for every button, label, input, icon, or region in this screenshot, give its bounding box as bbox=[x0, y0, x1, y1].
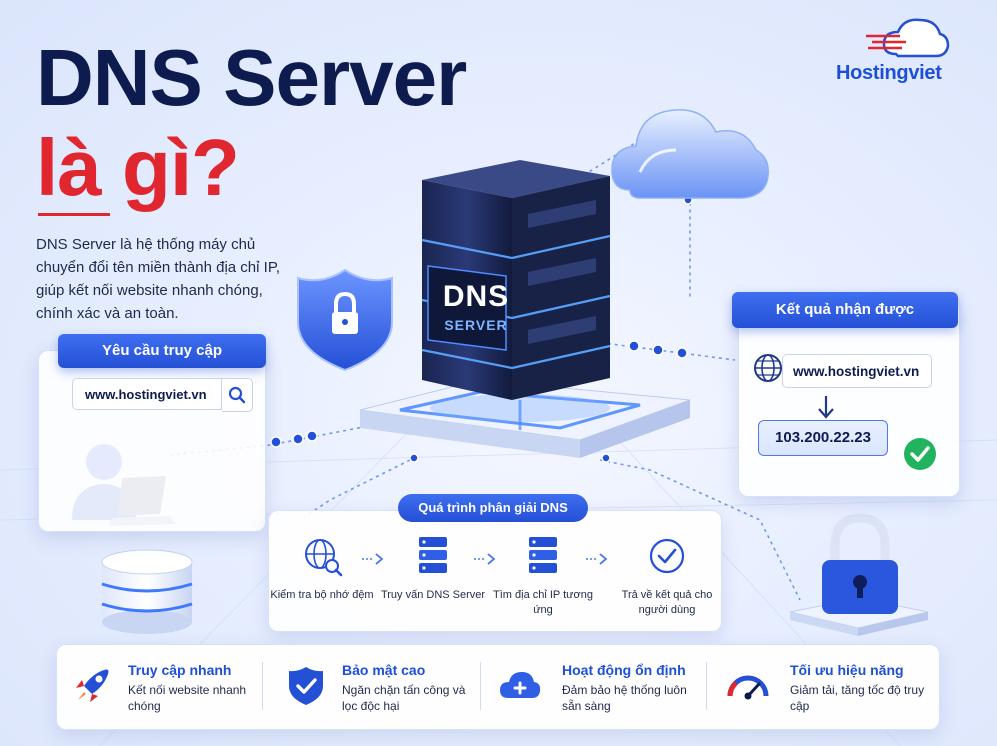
feature-desc-2: Ngăn chặn tấn công và lọc độc hại bbox=[342, 683, 466, 713]
chevron-right-icon bbox=[586, 553, 608, 565]
dns-server-icon bbox=[421, 160, 611, 430]
feature-title-1: Truy cập nhanh bbox=[128, 662, 232, 678]
request-url-input[interactable]: www.hostingviet.vn bbox=[72, 378, 222, 410]
feature-title-4: Tối ưu hiệu năng bbox=[790, 662, 904, 678]
features-bar bbox=[56, 644, 940, 730]
process-step-1: Kiểm tra bộ nhớ đệm bbox=[270, 589, 374, 601]
result-ip-address: 103.200.22.23 bbox=[758, 420, 888, 456]
divider bbox=[706, 662, 707, 710]
feature-desc-3: Đảm bảo hệ thống luôn sẵn sàng bbox=[562, 683, 687, 713]
cloud-plus-icon bbox=[500, 672, 541, 698]
search-button[interactable] bbox=[222, 378, 253, 412]
globe-icon bbox=[754, 354, 782, 382]
feature-desc-4: Giảm tải, tăng tốc độ truy cập bbox=[790, 683, 925, 713]
server-label-server: SERVER bbox=[444, 317, 508, 333]
server-label-dns: DNS bbox=[442, 280, 510, 313]
server-icon bbox=[419, 537, 447, 573]
feature-title-2: Bảo mật cao bbox=[342, 662, 426, 678]
result-panel-title: Kết quả nhận được bbox=[732, 292, 958, 328]
chevron-right-icon bbox=[362, 553, 384, 565]
cloud-icon bbox=[611, 109, 769, 199]
feature-title-3: Hoạt động ổn định bbox=[562, 662, 686, 678]
title-underline bbox=[38, 213, 110, 216]
chevron-right-icon bbox=[474, 553, 496, 565]
arrow-down-icon bbox=[818, 396, 834, 419]
server-platform bbox=[359, 379, 691, 458]
database-icon bbox=[101, 549, 193, 634]
process-step-4: Trả về kết quả cho người dùng bbox=[621, 589, 713, 616]
intro-description: DNS Server là hệ thống máy chủ chuyển đổ… bbox=[36, 236, 281, 322]
brand-logo[interactable]: Hostingviet bbox=[836, 62, 942, 84]
result-domain: www.hostingviet.vn bbox=[782, 354, 932, 388]
brand-logo-icon bbox=[866, 18, 950, 58]
divider bbox=[262, 662, 263, 710]
dns-process-title: Quá trình phân giải DNS bbox=[398, 494, 588, 522]
process-step-2: Truy vấn DNS Server bbox=[380, 589, 486, 601]
globe-search-icon bbox=[305, 539, 343, 577]
rocket-icon bbox=[76, 669, 109, 702]
page-title: DNS Server bbox=[36, 33, 467, 122]
speedometer-icon bbox=[727, 675, 769, 700]
request-panel-title: Yêu cầu truy cập bbox=[58, 334, 266, 368]
divider bbox=[480, 662, 481, 710]
page-title-question: là gì? bbox=[36, 123, 240, 212]
check-circle-icon bbox=[904, 438, 936, 470]
shield-lock-icon bbox=[297, 268, 393, 372]
shield-check-icon bbox=[289, 667, 323, 705]
check-circle-outline-icon bbox=[649, 538, 685, 574]
padlock-icon bbox=[789, 513, 929, 636]
dns-process-panel bbox=[268, 510, 722, 632]
feature-desc-1: Kết nối website nhanh chóng bbox=[128, 683, 247, 713]
process-step-3: Tìm địa chỉ IP tương ứng bbox=[493, 589, 593, 616]
server-icon bbox=[529, 537, 557, 573]
search-icon bbox=[228, 386, 246, 404]
